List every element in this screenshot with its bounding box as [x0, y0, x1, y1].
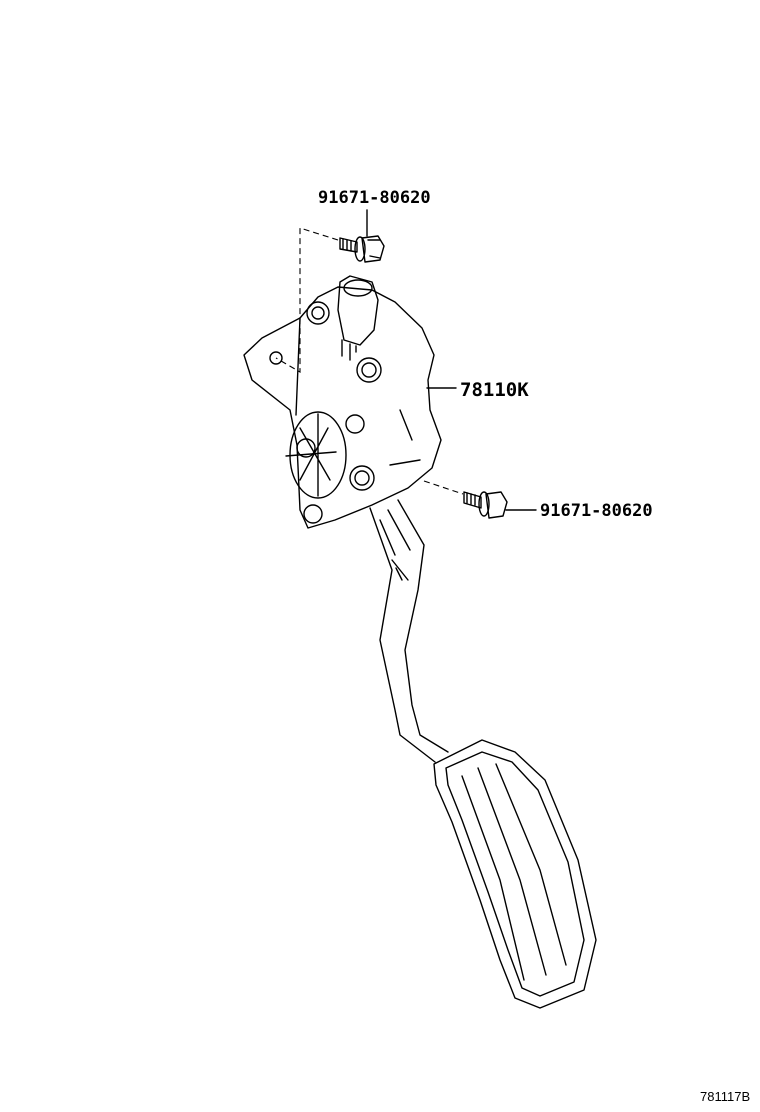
mount-hole: [269, 351, 283, 365]
pedal-pad: [433, 739, 597, 1009]
install-line-right: [423, 480, 464, 495]
install-line-top: [275, 227, 339, 373]
pedal-housing: [243, 275, 442, 529]
diagram-code: 781117B: [700, 1089, 751, 1104]
bolt-top: [339, 235, 385, 263]
pedal-arm: [369, 499, 449, 763]
label-pedal-assembly: 78110K: [460, 379, 529, 401]
bolt-right: [463, 491, 508, 519]
label-bolt-top: 91671-80620: [318, 188, 431, 208]
label-bolt-right: 91671-80620: [540, 501, 653, 521]
